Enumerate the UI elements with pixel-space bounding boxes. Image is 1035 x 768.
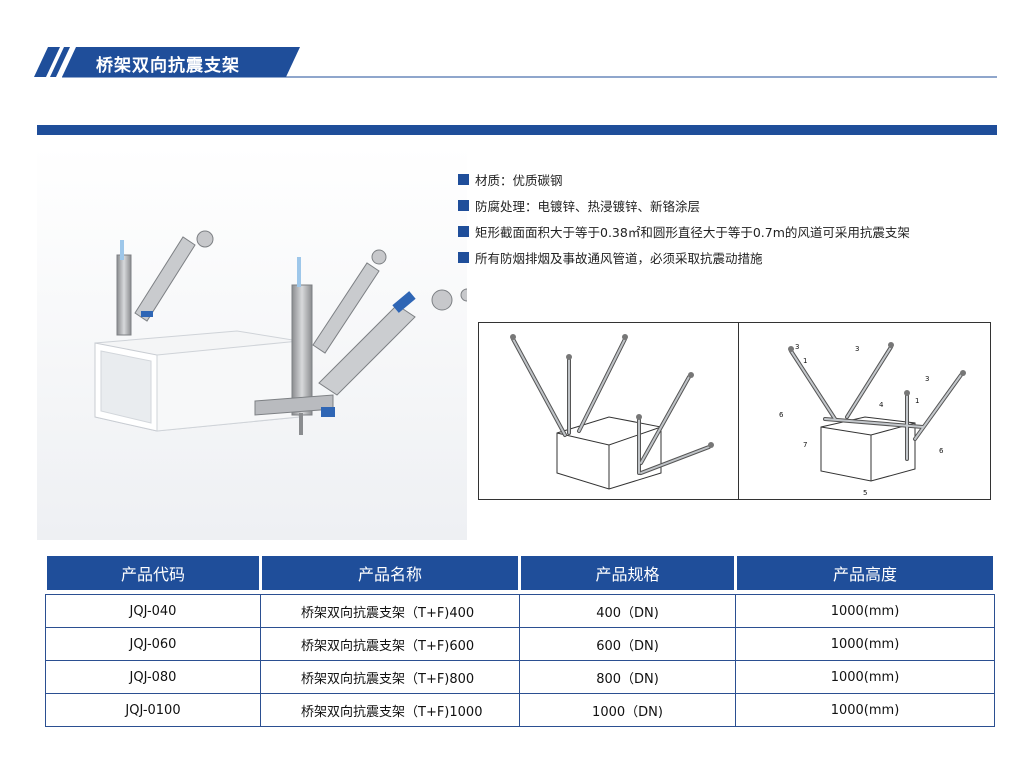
cell-height: 1000(mm) — [735, 693, 995, 727]
diagram-label-1b: 1 — [915, 397, 919, 405]
table-row: JQJ-080 桥架双向抗震支架（T+F)800 800（DN) 1000(mm… — [45, 660, 995, 694]
spec-table: 产品代码 产品名称 产品规格 产品高度 JQJ-040 桥架双向抗震支架（T+F… — [44, 556, 996, 727]
banner-plate — [62, 47, 300, 77]
title-banner — [34, 47, 997, 78]
column-header-height: 产品高度 — [734, 556, 996, 590]
table-row: JQJ-0100 桥架双向抗震支架（T+F)1000 1000（DN) 1000… — [45, 693, 995, 727]
cell-spec: 800（DN) — [519, 660, 736, 694]
banner-stripe — [34, 47, 60, 77]
column-header-name: 产品名称 — [259, 556, 521, 590]
cell-height: 1000(mm) — [735, 594, 995, 628]
feature-text: 所有防烟排烟及事故通风管道，必须采取抗震动措施 — [475, 250, 763, 266]
table-header-row: 产品代码 产品名称 产品规格 产品高度 — [44, 556, 996, 590]
diagram-label-5: 5 — [863, 489, 867, 497]
cell-code: JQJ-0100 — [45, 693, 261, 727]
diagram-label-3b: 3 — [855, 345, 859, 353]
cell-name: 桥架双向抗震支架（T+F)600 — [260, 627, 520, 661]
column-header-spec: 产品规格 — [518, 556, 737, 590]
section-divider-bar — [37, 125, 997, 135]
feature-item-duct-size: 矩形截面面积大于等于0.38㎡和圆形直径大于等于0.7m的风道可采用抗震支架 — [458, 223, 910, 240]
drawing-divider — [738, 323, 739, 499]
cell-code: JQJ-060 — [45, 627, 261, 661]
diagram-label-7: 7 — [803, 441, 807, 449]
product-render-image — [37, 145, 467, 540]
diagram-label-6b: 6 — [939, 447, 944, 455]
page-title: 桥架双向抗震支架 — [96, 56, 240, 76]
cell-spec: 1000（DN) — [519, 693, 736, 727]
cell-spec: 600（DN) — [519, 627, 736, 661]
line-drawings-frame: 3 1 3 4 3 6 1 7 6 5 — [478, 322, 991, 500]
feature-text: 防腐处理：电镀锌、热浸镀锌、新铬涂层 — [475, 198, 701, 214]
table-row: JQJ-040 桥架双向抗震支架（T+F)400 400（DN) 1000(mm… — [45, 594, 995, 628]
feature-text: 材质：优质碳钢 — [475, 172, 563, 188]
diagram-label-1a: 1 — [803, 357, 807, 365]
feature-text: 矩形截面面积大于等于0.38㎡和圆形直径大于等于0.7m的风道可采用抗震支架 — [475, 224, 910, 240]
cell-height: 1000(mm) — [735, 660, 995, 694]
bullet-square-icon — [458, 199, 469, 211]
component-diagram: 3 1 3 4 3 6 1 7 6 5 — [779, 342, 966, 497]
banner-stripe-thin — [50, 47, 70, 77]
feature-item-anticorrosion: 防腐处理：电镀锌、热浸镀锌、新铬涂层 — [458, 197, 701, 214]
feature-item-material: 材质：优质碳钢 — [458, 171, 563, 188]
column-header-code: 产品代码 — [44, 556, 262, 590]
bullet-square-icon — [458, 173, 469, 185]
feature-item-smoke-exhaust: 所有防烟排烟及事故通风管道，必须采取抗震动措施 — [458, 249, 763, 266]
cell-code: JQJ-080 — [45, 660, 261, 694]
diagram-label-3a: 3 — [795, 343, 799, 351]
cell-name: 桥架双向抗震支架（T+F)400 — [260, 594, 520, 628]
cell-height: 1000(mm) — [735, 627, 995, 661]
table-row: JQJ-060 桥架双向抗震支架（T+F)600 600（DN) 1000(mm… — [45, 627, 995, 661]
cell-name: 桥架双向抗震支架（T+F)1000 — [260, 693, 520, 727]
bullet-square-icon — [458, 251, 469, 263]
diagram-label-4: 4 — [879, 401, 884, 409]
diagram-label-3c: 3 — [925, 375, 929, 383]
cell-code: JQJ-040 — [45, 594, 261, 628]
installation-sketch — [510, 334, 714, 490]
cell-spec: 400（DN) — [519, 594, 736, 628]
diagram-label-6a: 6 — [779, 411, 784, 419]
bullet-square-icon — [458, 225, 469, 237]
cell-name: 桥架双向抗震支架（T+F)800 — [260, 660, 520, 694]
